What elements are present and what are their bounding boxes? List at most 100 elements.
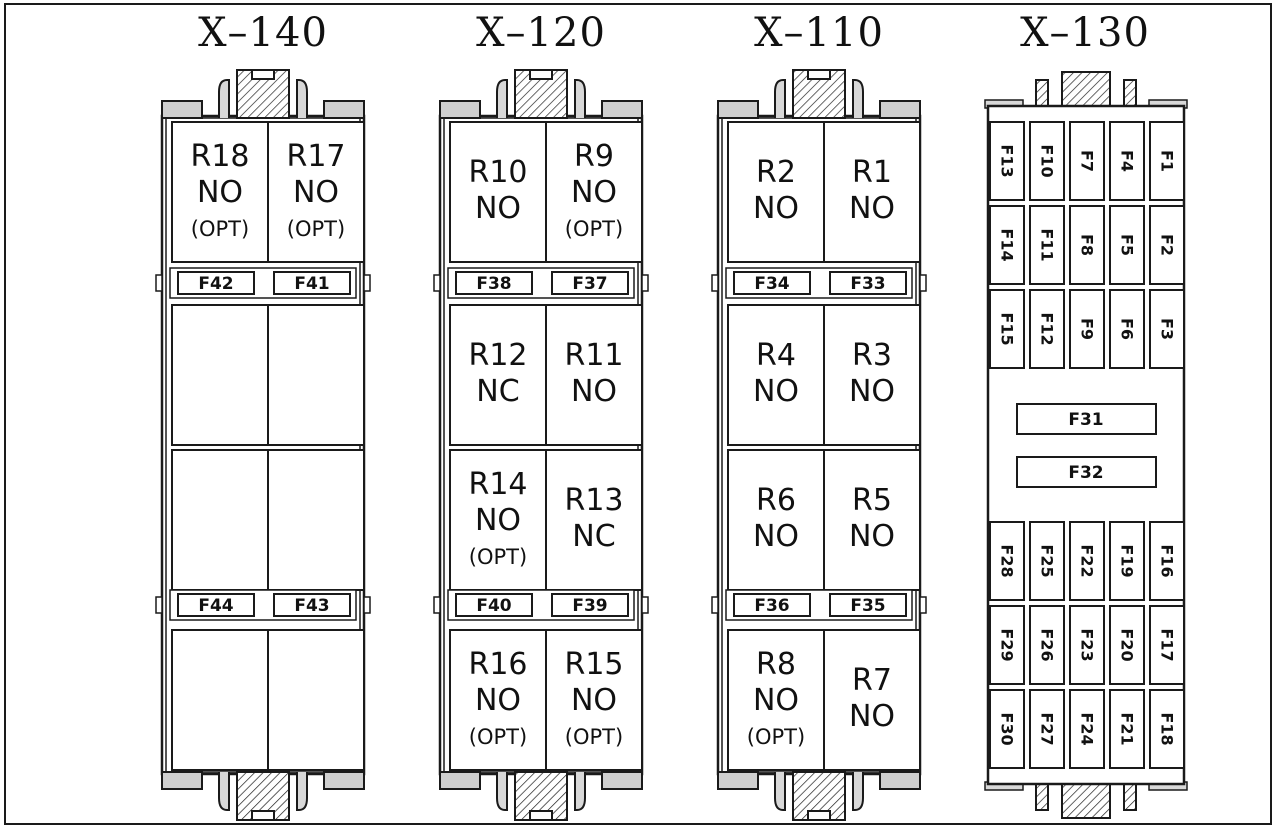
- connector-hook-right: [574, 79, 586, 118]
- connector-tab-left: [717, 100, 759, 119]
- fuse-label: F35: [850, 596, 885, 616]
- side-clip-left: [711, 274, 719, 292]
- relay-optional-label: (OPT): [565, 725, 623, 749]
- fuse-label: F34: [754, 274, 789, 294]
- side-clip-left: [155, 274, 163, 292]
- fuse-label: F41: [294, 274, 329, 294]
- relay-slot: [171, 121, 269, 263]
- fuse-slot: [1029, 289, 1065, 369]
- relay-slot: [727, 449, 825, 591]
- connector-tab-right: [601, 100, 643, 119]
- fuse-slot: [1109, 689, 1145, 769]
- relay-slot: [267, 629, 365, 771]
- fuse-slot: [1149, 289, 1185, 369]
- relay-optional-label: (OPT): [565, 217, 623, 241]
- fuse-slot: [829, 271, 907, 295]
- fuse-slot: [1109, 605, 1145, 685]
- relay-label: R14: [468, 467, 527, 502]
- fuse-slot: [989, 521, 1025, 601]
- fuse-slot: [1109, 121, 1145, 201]
- fuse-slot: [733, 593, 811, 617]
- connector-hook-right: [852, 772, 864, 811]
- connector-tab-left: [161, 100, 203, 119]
- fuse-slot: [1069, 689, 1105, 769]
- relay-label: R1: [852, 155, 892, 190]
- relay-box: R10NOR9NO(OPT)R12NCR11NOR14NO(OPT)R13NCR…: [433, 114, 649, 776]
- fuse-slot: [989, 689, 1025, 769]
- connector-tab-right: [879, 100, 921, 119]
- relay-slot: [545, 449, 643, 591]
- fuse-label: F16: [1158, 544, 1177, 577]
- fuse-slot: [1069, 289, 1105, 369]
- relay-label: R7: [852, 663, 892, 698]
- relay-slot: [545, 304, 643, 446]
- fuse-label: F13: [998, 144, 1017, 177]
- fuse-label: F31: [1068, 410, 1103, 430]
- box-title-x130: X–130: [1020, 10, 1150, 56]
- relay-label: R10: [468, 155, 527, 190]
- relay-contact-type: NO: [293, 175, 339, 210]
- connector-tab-right: [323, 771, 365, 790]
- relay-contact-type: NO: [475, 683, 521, 718]
- relay-slot: [449, 121, 547, 263]
- fuse-slot: [1029, 205, 1065, 285]
- connector-latch-slot: [529, 69, 553, 80]
- relay-contact-type: NO: [571, 683, 617, 718]
- relay-label: R2: [756, 155, 796, 190]
- fuse-slot: [989, 205, 1025, 285]
- fuse-slot: [1069, 605, 1105, 685]
- top-connector: [439, 69, 643, 119]
- connector-hook-left: [774, 79, 786, 118]
- relay-slot: [823, 304, 921, 446]
- relay-contact-type: NO: [475, 503, 521, 538]
- fuse-label: F17: [1158, 628, 1177, 661]
- relay-optional-label: (OPT): [469, 725, 527, 749]
- fuse-label: F32: [1068, 463, 1103, 483]
- connector-hook-left: [218, 772, 230, 811]
- fuse-slot: [989, 121, 1025, 201]
- fuse-slot: [1029, 689, 1065, 769]
- top-connector: [717, 69, 921, 119]
- connector-latch: [792, 771, 846, 821]
- side-clip-right: [919, 596, 927, 614]
- fuse-label: F21: [1118, 712, 1137, 745]
- fuse-label: F9: [1078, 318, 1097, 340]
- fuse-slot: [1069, 205, 1105, 285]
- relay-contact-type: NO: [571, 374, 617, 409]
- connector-tab-right: [879, 771, 921, 790]
- side-clip-right: [641, 274, 649, 292]
- fuse-slot: [1029, 605, 1065, 685]
- connector-latch: [792, 69, 846, 119]
- fuse-label: F19: [1118, 544, 1137, 577]
- relay-label: R17: [286, 139, 345, 174]
- fuse-label: F8: [1078, 234, 1097, 256]
- box-title-x110: X–110: [754, 10, 884, 56]
- fuse-label: F33: [850, 274, 885, 294]
- bottom-connector: [439, 771, 643, 821]
- fuse-slot: [551, 593, 629, 617]
- connector-tab-left: [161, 771, 203, 790]
- relay-slot: [727, 304, 825, 446]
- fuse-label: F4: [1118, 150, 1137, 172]
- fuse-slot-wide: [1016, 403, 1157, 435]
- fuse-label: F11: [1038, 228, 1057, 261]
- relay-optional-label: (OPT): [469, 545, 527, 569]
- relay-label: R16: [468, 647, 527, 682]
- connector-tab-right: [323, 100, 365, 119]
- relay-contact-type: NO: [849, 374, 895, 409]
- bottom-connector: [717, 771, 921, 821]
- fuse-label: F39: [572, 596, 607, 616]
- fuse-slot: [273, 271, 351, 295]
- relay-optional-label: (OPT): [747, 725, 805, 749]
- diagram-border: [4, 3, 1272, 825]
- fuse-label: F15: [998, 312, 1017, 345]
- side-clip-right: [363, 596, 371, 614]
- side-clip-right: [641, 596, 649, 614]
- fuse-label: F5: [1118, 234, 1137, 256]
- relay-slot: [727, 629, 825, 771]
- fuse-slot: [455, 271, 533, 295]
- fuse-slot: [177, 593, 255, 617]
- relay-slot: [267, 449, 365, 591]
- relay-slot: [823, 121, 921, 263]
